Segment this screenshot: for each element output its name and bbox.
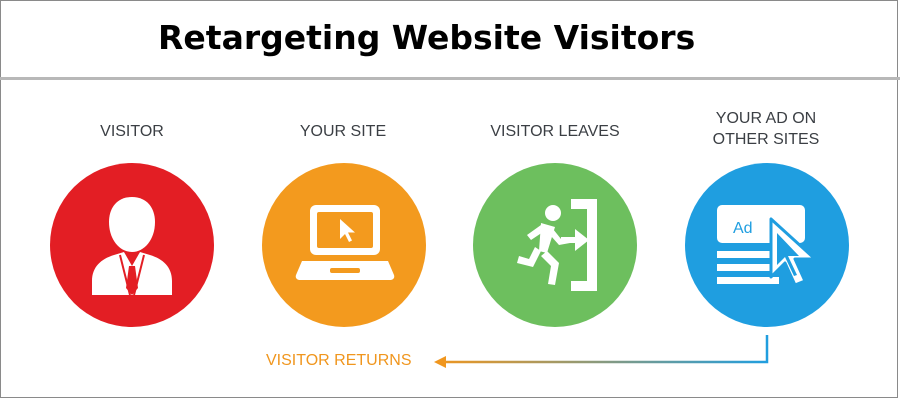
businessman-icon [92, 197, 172, 296]
step-label-visitor: VISITOR [100, 123, 164, 140]
visitor-returns-label: VISITOR RETURNS [266, 352, 412, 369]
your-ad-circle: Ad [685, 163, 849, 327]
step-label-visitor-leaves: VISITOR LEAVES [490, 123, 620, 140]
ad-cursor-icon: Ad [717, 205, 817, 287]
ad-text: Ad [733, 220, 753, 237]
running-exit-icon [517, 199, 597, 291]
your-site-circle [262, 163, 426, 327]
step-label-your-site: YOUR SITE [299, 123, 387, 140]
visitor-leaves-circle [473, 163, 637, 327]
page-title: Retargeting Website Visitors [158, 18, 696, 57]
laptop-cursor-icon [295, 205, 395, 280]
title-bar: Retargeting Website Visitors [0, 0, 900, 80]
step-label-your-ad: YOUR AD ON OTHER SITES [712, 110, 820, 148]
visitor-circle [50, 163, 214, 327]
